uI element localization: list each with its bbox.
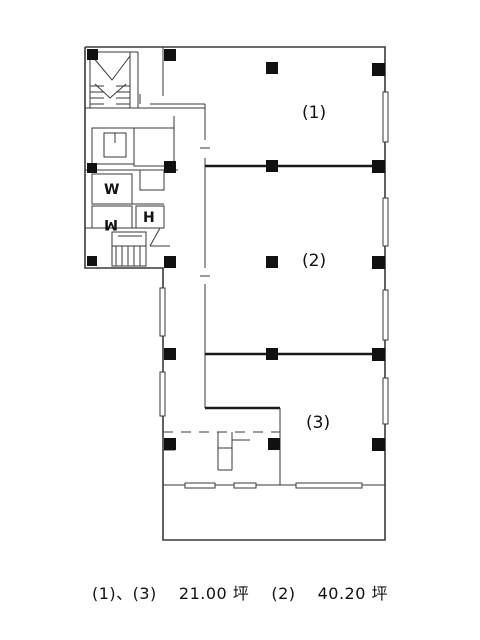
structural-column (87, 163, 97, 173)
service-room-sign: H (143, 210, 155, 226)
entrance-area (163, 408, 281, 485)
elevator-icon (91, 127, 135, 165)
stairs-icon (89, 51, 139, 109)
area-caption: (1)、(3) 21.00 坪 (2) 40.20 坪 (91, 584, 389, 603)
structural-column (266, 348, 278, 360)
structural-column (164, 438, 176, 450)
service-core (85, 51, 205, 267)
structural-column (164, 256, 176, 268)
window (159, 287, 166, 337)
structural-column (87, 49, 98, 60)
structural-column (372, 348, 385, 361)
window (382, 289, 389, 341)
structural-column (266, 256, 278, 268)
tenant-partitions (205, 164, 385, 410)
men-restroom-sign: M (104, 216, 118, 232)
stairs-icon (111, 231, 147, 267)
window (382, 377, 389, 425)
structural-column (266, 62, 278, 74)
structural-column (372, 160, 385, 173)
window (295, 482, 363, 489)
room-label-3: (3) (306, 413, 330, 433)
structural-column (266, 160, 278, 172)
structural-column (164, 161, 176, 173)
structural-column (372, 63, 385, 76)
windows (159, 91, 389, 489)
window (184, 482, 216, 489)
structural-column (164, 348, 176, 360)
window (159, 371, 166, 417)
structural-column (164, 49, 176, 61)
room-label-1: (1) (302, 103, 326, 123)
room-label-2: (2) (302, 251, 326, 271)
structural-columns (87, 49, 385, 451)
women-restroom-sign: W (104, 182, 119, 198)
building-outline (84, 46, 386, 541)
window (382, 197, 389, 247)
structural-column (372, 256, 385, 269)
structural-column (372, 438, 385, 451)
restroom-block (85, 173, 165, 229)
corridor-walls (162, 47, 210, 408)
window (233, 482, 257, 489)
structural-column (87, 256, 97, 266)
window (382, 91, 389, 143)
structural-column (268, 438, 280, 450)
